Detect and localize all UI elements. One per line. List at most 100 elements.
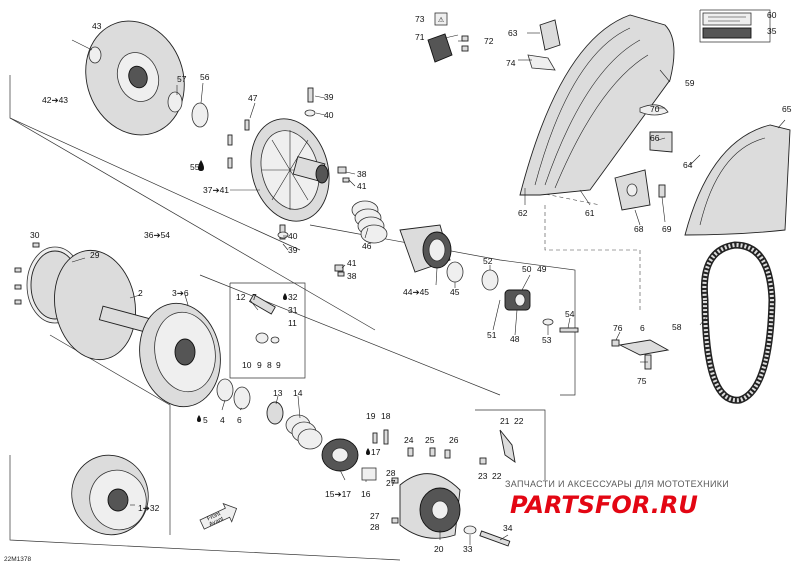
callout-73: 73	[415, 14, 425, 24]
spring-46	[351, 200, 388, 244]
movable-sheave-3	[139, 302, 221, 408]
callout-68: 68	[634, 224, 644, 234]
governor-cup-15	[321, 438, 359, 472]
callout-37: 37➔41	[203, 185, 229, 195]
cover-64	[684, 124, 791, 236]
cover-20	[399, 473, 461, 539]
small-parts-38-41	[334, 166, 350, 277]
bolts-30	[14, 242, 40, 305]
callout-23: 23	[478, 471, 488, 481]
bracket-6-75-76	[611, 339, 670, 370]
callout-70: 70	[650, 104, 660, 114]
callout-17: 17	[371, 447, 381, 457]
ring-45	[446, 261, 464, 283]
callout-48: 48	[510, 334, 520, 344]
callout-18: 18	[381, 411, 391, 421]
callout-50: 50	[522, 264, 532, 274]
drive-belt-58	[700, 241, 776, 404]
callout-49: 49	[537, 264, 547, 274]
callout-5: 5	[203, 415, 208, 425]
callout-55: 55	[190, 162, 200, 172]
bushing-16	[361, 467, 377, 481]
pin-18-19	[372, 429, 389, 445]
callout-2: 2	[138, 288, 143, 298]
callout-11: 11	[288, 318, 297, 328]
callout-8: 8	[267, 360, 272, 370]
callout-52: 52	[483, 256, 493, 266]
callout-13: 13	[273, 388, 283, 398]
callout-31: 31	[288, 305, 298, 315]
oil-drop-icon	[197, 160, 370, 455]
bolt-33-34	[463, 525, 511, 547]
spring-14	[285, 414, 323, 450]
callout-38-bottom: 38	[347, 271, 357, 281]
callout-41-top: 41	[357, 181, 367, 191]
callout-22-lower: 22	[492, 471, 502, 481]
callout-41-bottom: 41	[347, 258, 357, 268]
callout-22: 22	[514, 416, 524, 426]
callout-76: 76	[613, 323, 623, 333]
callout-26: 26	[449, 435, 459, 445]
bracket-68	[614, 169, 651, 211]
housing-48	[504, 289, 531, 311]
callout-69: 69	[662, 224, 672, 234]
callout-43: 43	[92, 21, 102, 31]
callout-58: 58	[672, 322, 682, 332]
callout-45: 45	[450, 287, 460, 297]
weight-arm-7	[248, 293, 280, 344]
cam-44	[399, 224, 452, 273]
watermark-logo: PARTSFOR.RU	[510, 491, 698, 519]
callout-28-top: 28	[386, 468, 396, 478]
callout-39-top: 39	[324, 92, 334, 102]
bolts-39-40	[227, 87, 316, 240]
callout-54: 54	[565, 309, 575, 319]
callout-57: 57	[177, 74, 187, 84]
callout-6-right: 6	[640, 323, 645, 333]
nuts-72	[461, 35, 469, 52]
callout-3: 3➔6	[172, 288, 189, 298]
belt-guard-59	[519, 14, 675, 196]
callout-20: 20	[434, 544, 444, 554]
callout-36: 36➔54	[144, 230, 170, 240]
callout-27-top: 27	[386, 478, 396, 488]
callout-40-bottom: 40	[288, 231, 298, 241]
callout-25: 25	[425, 435, 435, 445]
front-label: Front	[206, 511, 222, 522]
callout-27-bottom: 27	[370, 511, 380, 521]
callout-63: 63	[508, 28, 518, 38]
bolt-69	[658, 184, 666, 198]
washer-57	[167, 91, 183, 113]
callout-9-right: 9	[276, 360, 281, 370]
callout-56: 56	[200, 72, 210, 82]
callout-71: 71	[415, 32, 425, 42]
small-parts-21-28	[391, 429, 516, 524]
callout-21: 21	[500, 416, 510, 426]
watermark: ЗАПЧАСТИ И АКСЕССУАРЫ ДЛЯ МОТОТЕХНИКИ PA…	[505, 479, 729, 519]
callout-24: 24	[404, 435, 414, 445]
callout-35: 35	[767, 26, 777, 36]
label-73: ⚠	[434, 12, 448, 26]
callout-40-top: 40	[324, 110, 334, 120]
figure-reference: 22M1378	[4, 556, 31, 563]
warning-label-icon: ⚠	[438, 16, 444, 24]
warning-labels-60-35	[702, 12, 752, 39]
callout-7: 7	[252, 292, 257, 302]
callout-labels: 43 42➔43 57 56 47 55 37➔41 39 40 38 41 4…	[30, 10, 792, 554]
callout-14: 14	[293, 388, 303, 398]
callout-33: 33	[463, 544, 473, 554]
callout-1: 1➔32	[138, 503, 160, 513]
clutch-assembly-1	[71, 454, 149, 536]
spider-sheave	[250, 118, 330, 222]
ring-52	[481, 269, 499, 291]
callout-28-bottom: 28	[370, 522, 380, 532]
leader-lines	[71, 32, 786, 545]
parts-70-66	[639, 104, 673, 153]
callout-32: 32	[288, 292, 298, 302]
callout-19: 19	[366, 411, 376, 421]
callout-47: 47	[248, 93, 258, 103]
callout-60: 60	[767, 10, 777, 20]
callout-16: 16	[361, 489, 371, 499]
callout-51: 51	[487, 330, 497, 340]
callout-9-left: 9	[257, 360, 262, 370]
